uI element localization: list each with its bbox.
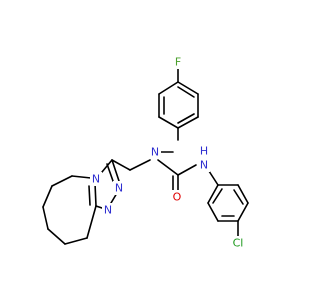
nh-nitrogen-label: N [200,159,208,172]
azepane-ring [42,175,97,245]
molecule-structure: F N H N O N N N Cl [42,56,249,250]
bond [207,202,219,222]
bond [94,182,97,207]
bond [42,206,49,230]
bond [158,81,179,95]
nh-hydrogen-label: H [200,145,208,158]
urea-nitrogen-label: N [151,146,159,159]
bond [177,81,199,95]
bond [129,159,151,171]
bond [51,175,73,187]
bond [47,228,66,245]
fluorine-atom-label: F [175,56,181,69]
bond [42,185,53,208]
bond [237,184,249,204]
bond [158,116,179,129]
bond [157,159,179,176]
atom-labels: F N H N O N N N Cl [90,56,247,250]
bond [106,163,114,182]
urea-core [111,127,219,191]
bond [212,188,223,204]
bond [88,185,91,206]
bond [111,159,131,171]
chlorine-atom-label: Cl [233,237,244,250]
bond [177,164,197,176]
triazole-n4-label: N [92,173,100,186]
bond [233,189,244,205]
bond [177,86,195,98]
triazole-n1-label: N [104,204,112,217]
bond [111,159,120,182]
bond [207,184,219,204]
oxygen-atom-label: O [173,191,182,204]
chlorophenyl-ring [207,184,249,237]
molecule-structure-canvas: F N H N O N N N Cl [42,56,249,250]
bond [177,116,199,129]
bond [237,202,249,222]
fluorophenyl-ring [158,67,199,129]
triazole-n2-label: N [115,182,123,195]
bond [71,175,92,179]
bond [86,205,97,239]
bond [177,113,195,124]
bond [64,237,88,245]
